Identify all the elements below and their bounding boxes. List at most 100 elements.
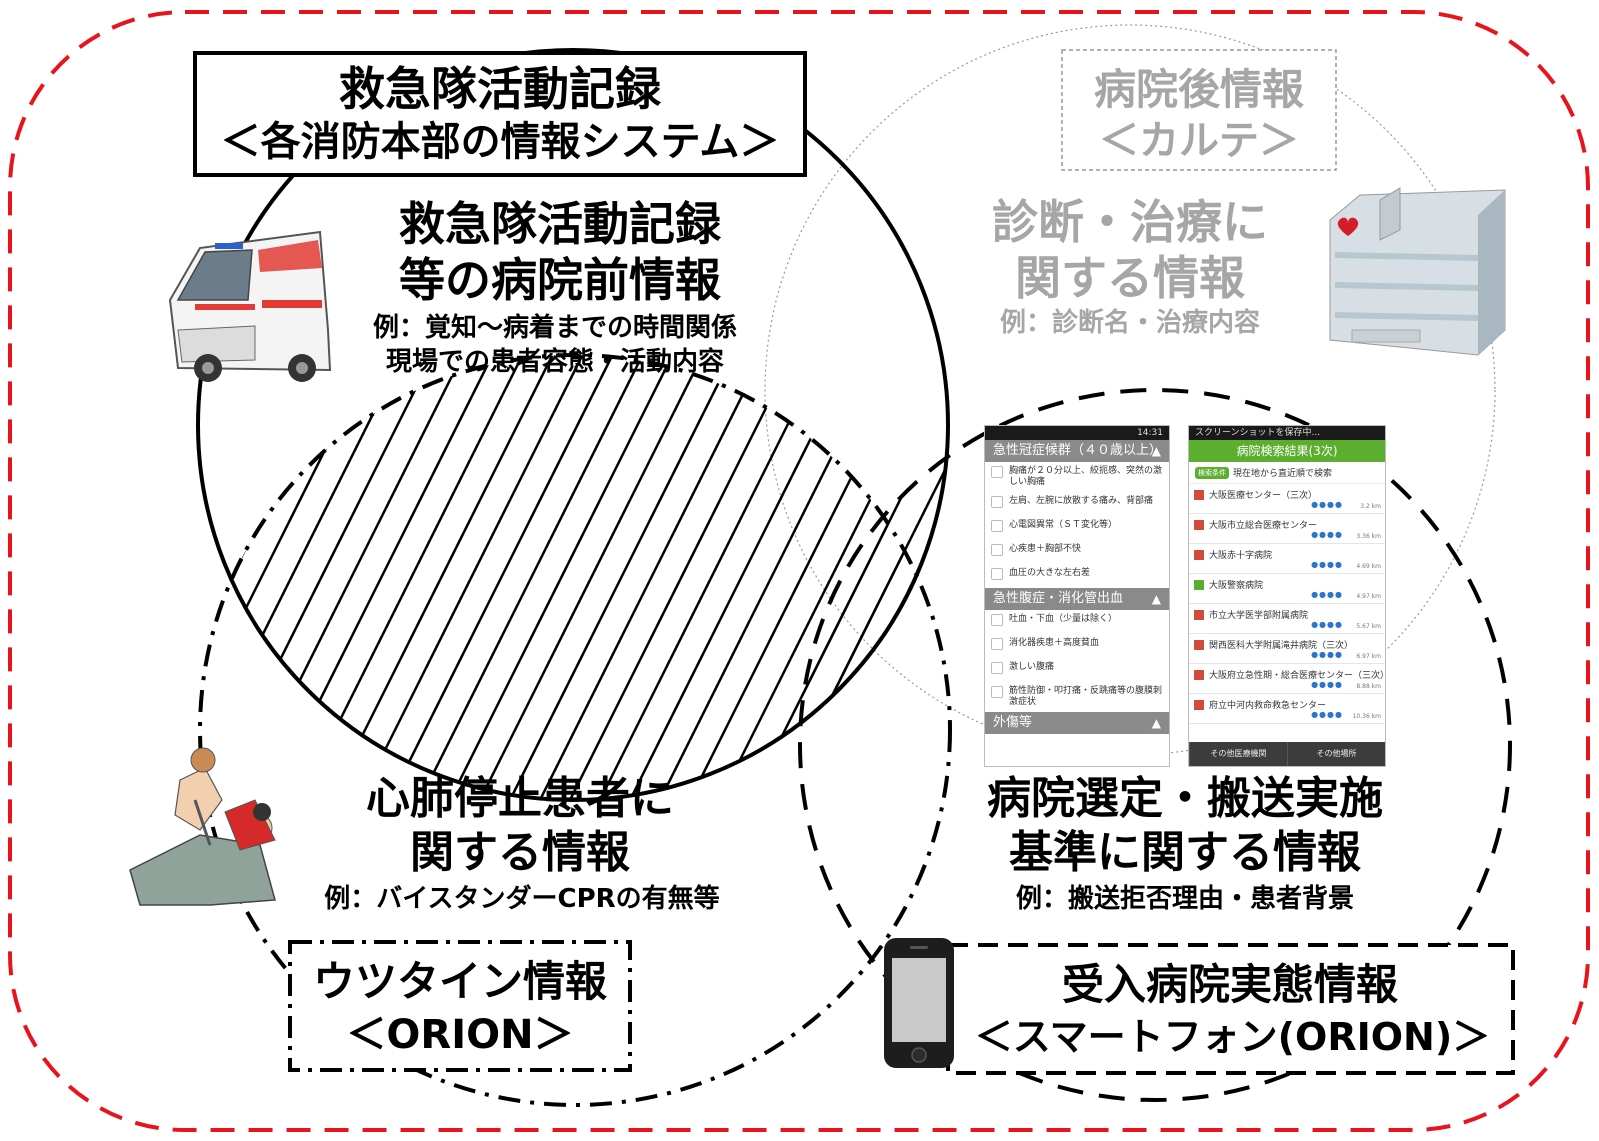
checkbox[interactable] xyxy=(991,496,1003,508)
section2-list: 吐血・下血（少量は除く） 消化器疾患＋高度貧血激しい腹痛筋性防御・叩打痛・反跳痛等… xyxy=(985,610,1169,712)
checklist-item[interactable]: 吐血・下血（少量は除く） xyxy=(985,610,1169,634)
checkbox[interactable] xyxy=(991,686,1003,698)
hospital-name: 府立中河内救命救急センター xyxy=(1209,701,1327,711)
hospital-list-item[interactable]: 大阪警察病院●●●●4.97 km xyxy=(1189,574,1385,604)
hatch-line xyxy=(0,300,40,900)
hospital-distance: 8.88 km xyxy=(1356,683,1381,690)
availability-dots-icon: ●●●● xyxy=(1311,680,1343,689)
hospital-list-item[interactable]: 大阪府立急性期・総合医療センター（三次）●●●●8.88 km xyxy=(1189,664,1385,694)
hospital-list-item[interactable]: 関西医科大学附属滝井病院（三次）●●●●6.97 km xyxy=(1189,634,1385,664)
hatch-line xyxy=(1480,300,1599,900)
availability-dots-icon: ●●●● xyxy=(1311,530,1343,539)
checklist-item-label: 吐血・下血（少量は除く） xyxy=(1009,614,1118,624)
checkbox[interactable] xyxy=(991,466,1003,478)
hospital-level-icon xyxy=(1194,610,1204,620)
availability-dots-icon: ●●●● xyxy=(1311,500,1343,509)
hospital-list-item[interactable]: 大阪医療センター（三次）●●●●3.2 km xyxy=(1189,484,1385,514)
hatch-line xyxy=(0,300,130,900)
hospital-info-box-subtitle: ＜カルテ＞ xyxy=(1099,118,1299,164)
hatch-line xyxy=(458,355,762,800)
ems-record-box xyxy=(193,51,807,177)
hatch-line xyxy=(1570,300,1599,900)
availability-dots-icon: ●●●● xyxy=(1311,650,1343,659)
checklist-item-label: 筋性防御・叩打痛・反跳痛等の腹膜刺激症状 xyxy=(1009,686,1163,707)
checklist-item[interactable]: 消化器疾患＋高度貧血 xyxy=(985,634,1169,658)
checklist-item[interactable]: 筋性防御・叩打痛・反跳痛等の腹膜刺激症状 xyxy=(985,682,1169,712)
outer-border xyxy=(8,10,1590,1132)
hatch-line xyxy=(1420,300,1599,900)
ems-record-circle xyxy=(196,48,950,802)
search-badge: 検索条件 xyxy=(1195,466,1229,479)
section-header-abdomen[interactable]: 急性腹症・消化管出血 ▲ xyxy=(985,588,1169,610)
hatch-line xyxy=(0,300,130,900)
hatch-line xyxy=(200,355,492,800)
hospital-info-box-title: 病院後情報 xyxy=(1093,65,1304,114)
hatch-line xyxy=(0,300,160,900)
selection-box-title: 受入病院実態情報 xyxy=(1061,960,1398,1009)
availability-dots-icon: ●●●● xyxy=(1311,710,1343,719)
checkbox[interactable] xyxy=(991,520,1003,532)
section-header-acs[interactable]: 急性冠症候群（４０歳以上） ▲ xyxy=(985,440,1169,462)
checklist-item[interactable]: 心疾患＋胸部不快 xyxy=(985,540,1169,564)
hatch-line xyxy=(0,300,160,900)
hospital-name: 大阪市立総合医療センター xyxy=(1209,521,1318,531)
search-condition[interactable]: 検索条件 現在地から直近順で検索 xyxy=(1189,462,1385,484)
ambulance-icon xyxy=(168,230,332,382)
hospital-distance: 3.2 km xyxy=(1360,503,1381,510)
hatch-line xyxy=(0,300,190,900)
ems-example-2: 現場での患者容態・活動内容 xyxy=(385,347,724,377)
section-title: 急性冠症候群（４０歳以上） xyxy=(993,443,1163,458)
hospital-building-icon xyxy=(1329,187,1506,356)
hospital-distance: 10.36 km xyxy=(1352,713,1381,720)
smartphone-icon xyxy=(884,938,954,1068)
triage-checklist-screen: 14:31 急性冠症候群（４０歳以上） ▲ 胸痛が２０分以上、絞扼感、突然の激し… xyxy=(984,425,1170,767)
checkbox[interactable] xyxy=(991,568,1003,580)
checklist-item-label: 心電図異常（ＳＴ変化等） xyxy=(1009,520,1118,530)
hospital-name: 大阪赤十字病院 xyxy=(1209,551,1273,561)
checkbox[interactable] xyxy=(991,614,1003,626)
hatch-line xyxy=(398,355,702,800)
hospital-name: 関西医科大学附属滝井病院（三次） xyxy=(1209,641,1354,651)
hospital-list-item[interactable]: 大阪赤十字病院●●●●4.69 km xyxy=(1189,544,1385,574)
hospital-list-item[interactable]: 大阪市立総合医療センター●●●●3.36 km xyxy=(1189,514,1385,544)
hospital-list-item[interactable]: 府立中河内救命救急センター●●●● 10.36 km xyxy=(1189,694,1385,724)
checklist-item-label: 激しい腹痛 xyxy=(1009,662,1055,672)
hatch-line xyxy=(488,355,792,800)
hospital-distance: 4.69 km xyxy=(1356,563,1381,570)
other-places-button[interactable]: その他場所 xyxy=(1287,742,1385,766)
hatch-line xyxy=(428,355,732,800)
hatch-line xyxy=(800,390,948,800)
other-facilities-button[interactable]: その他医療機関 xyxy=(1189,742,1287,766)
hospital-level-icon xyxy=(1194,490,1204,500)
ems-circle-title-1: 救急隊活動記録 xyxy=(399,197,721,251)
status-time: 14:31 xyxy=(1137,428,1163,438)
section-header-trauma[interactable]: 外傷等 ▲ xyxy=(985,712,1169,734)
hatch-line xyxy=(1450,300,1599,900)
checklist-item[interactable]: 左肩、左腕に放散する痛み、背部痛 xyxy=(985,492,1169,516)
selection-box-subtitle: ＜スマートフォン(ORION)＞ xyxy=(974,1015,1491,1059)
selection-example: 例：搬送拒否理由・患者背景 xyxy=(1015,884,1354,914)
ems-example-1: 例：覚知～病着までの時間関係 xyxy=(372,313,737,343)
checkbox[interactable] xyxy=(991,662,1003,674)
utstein-circle xyxy=(198,353,952,1107)
checklist-item[interactable]: 胸痛が２０分以上、絞扼感、突然の激しい胸痛 xyxy=(985,462,1169,492)
hatch-line xyxy=(1540,300,1599,900)
bottom-buttons: その他医療機関 その他場所 xyxy=(1189,742,1385,766)
utstein-box-title: ウツタイン情報 xyxy=(312,957,607,1006)
checklist-item[interactable]: 激しい腹痛 xyxy=(985,658,1169,682)
availability-dots-icon: ●●●● xyxy=(1311,620,1343,629)
checklist-item-label: 消化器疾患＋高度貧血 xyxy=(1009,638,1100,648)
checklist-item[interactable]: 血圧の大きな左右差 xyxy=(985,564,1169,588)
hospital-level-icon xyxy=(1194,640,1204,650)
selection-circle-title-1: 病院選定・搬送実施 xyxy=(987,773,1383,824)
hospital-list-item[interactable]: 市立大学医学部附属病院●●●●5.67 km xyxy=(1189,604,1385,634)
hatch-line xyxy=(0,300,100,900)
checkbox[interactable] xyxy=(991,544,1003,556)
checklist-item[interactable]: 心電図異常（ＳＴ変化等） xyxy=(985,516,1169,540)
hospital-distance: 4.97 km xyxy=(1356,593,1381,600)
hatch-line xyxy=(1450,300,1599,900)
hospital-level-icon xyxy=(1194,580,1204,590)
hospital-selection-circle xyxy=(798,388,1512,1102)
checkbox[interactable] xyxy=(991,638,1003,650)
hospital-example: 例：診断名・治療内容 xyxy=(999,308,1260,338)
